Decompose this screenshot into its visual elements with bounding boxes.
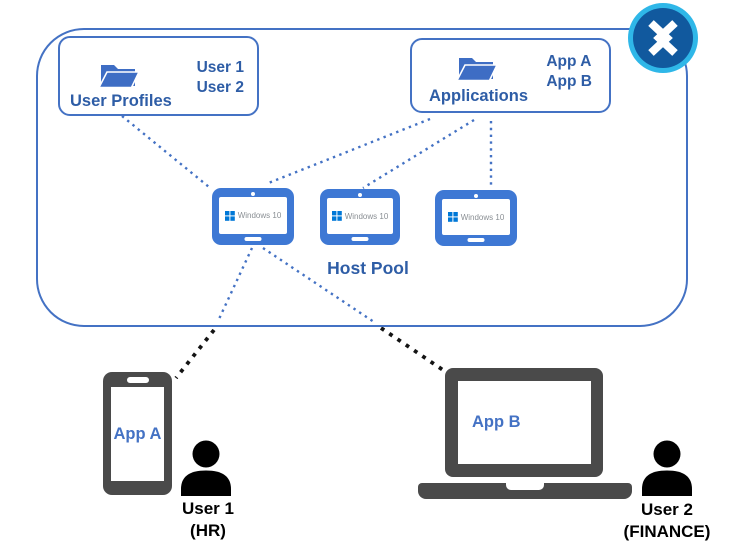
windows-logo-icon: [331, 211, 342, 221]
user2-name-label: User 2: [641, 500, 693, 519]
person-icon: [181, 440, 231, 496]
device-os-label: Windows 10: [237, 211, 282, 220]
phone-speaker: [126, 377, 149, 383]
connector-boundary-to-laptop: [379, 326, 445, 372]
applications-item: App B: [546, 73, 592, 90]
device-camera-dot: [358, 192, 362, 197]
applications-title: Applications: [429, 87, 529, 105]
folder-icon: [456, 58, 498, 82]
user-profiles-item: User 2: [196, 79, 244, 96]
laptop-notch: [506, 483, 544, 490]
phone-device: App A: [103, 372, 172, 495]
device-camera-dot: [251, 191, 255, 196]
user2-dept-label: (FINANCE): [623, 522, 711, 541]
folder-icon: [98, 65, 140, 89]
person-icon: [642, 440, 692, 496]
avd-right-chevron-icon: [653, 20, 678, 56]
device-home-button: [244, 237, 262, 241]
device-camera-dot: [474, 193, 478, 198]
device-home-button: [351, 237, 369, 241]
windows-logo-icon: [447, 212, 458, 222]
session-host-device-2: Windows 10: [320, 189, 400, 245]
azure-virtual-desktop-icon: [628, 3, 698, 73]
connector-boundary-to-phone: [174, 328, 216, 380]
laptop-base: [418, 483, 632, 499]
applications-box: Applications App A App B: [410, 38, 611, 113]
session-host-device-1: Windows 10: [212, 188, 294, 245]
user-profiles-item: User 1: [196, 59, 244, 76]
applications-item: App A: [546, 53, 592, 70]
session-host-device-3: Windows 10: [435, 190, 517, 246]
host-pool-boundary: [36, 28, 688, 327]
user1-dept-label: (HR): [190, 521, 226, 540]
avd-left-chevron-icon: [648, 20, 673, 56]
laptop-device: App B: [445, 368, 603, 477]
user-profiles-box: User Profiles User 1 User 2: [58, 36, 259, 116]
device-home-button: [467, 238, 485, 242]
device-os-label: Windows 10: [460, 212, 505, 222]
user-profiles-title: User Profiles: [70, 92, 172, 110]
device-os-label: Windows 10: [344, 211, 389, 221]
host-pool-label: Host Pool: [327, 258, 409, 278]
user1-name-label: User 1: [182, 499, 234, 518]
windows-logo-icon: [224, 210, 235, 221]
laptop-app-label: App B: [472, 413, 521, 431]
phone-app-label: App A: [113, 424, 162, 443]
